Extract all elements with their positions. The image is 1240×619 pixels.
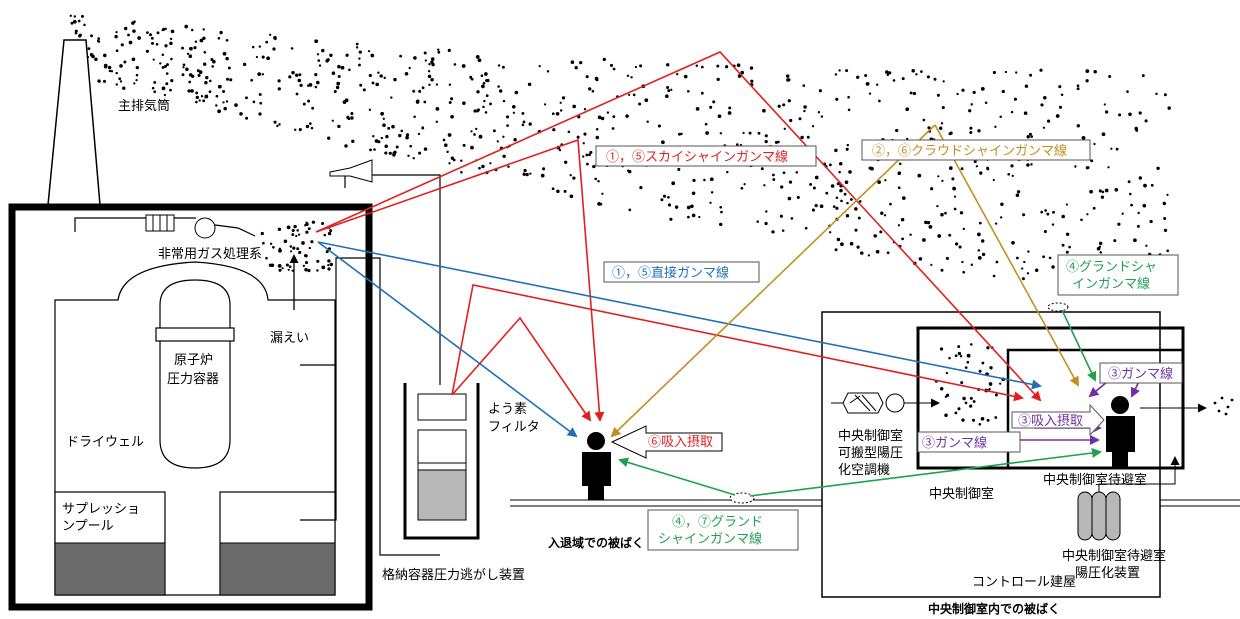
refuge-pressurizer-label-1: 中央制御室待避室: [1062, 548, 1166, 563]
rpv-flange: [155, 327, 235, 342]
ccr-refuge-room: [1006, 348, 1185, 470]
vent-pipe: [300, 257, 440, 556]
groundshine-access-label-2: シャインガンマ線: [658, 531, 762, 546]
drywell-label: ドライウェル: [66, 434, 144, 449]
reactor-building: [8, 203, 373, 611]
control-building-label: コントロール建屋: [972, 574, 1076, 589]
groundshine-room-label-box: [1057, 254, 1179, 296]
pool-label-2: ンプール: [62, 518, 114, 533]
inhalation-access-label: ⑥吸入摂取: [648, 434, 713, 449]
main-stack: [47, 39, 101, 206]
main-stack-label: 主排気筒: [118, 98, 170, 113]
fcvs-outlet: [329, 159, 373, 183]
portable-ac-label-3: 化空調機: [838, 462, 890, 477]
reactor-pressure-vessel: [159, 279, 231, 469]
room-gamma-label-box-a: [1099, 362, 1183, 384]
fcvs-stack-pipe: [344, 174, 441, 385]
groundshine-rays: [618, 309, 1102, 497]
cloudshine-label-box: [861, 139, 1091, 161]
vent-pipe-lower: [300, 365, 337, 521]
pool-water-right: [219, 542, 336, 596]
worker-access-area: [582, 432, 611, 500]
sgts-label: 非常用ガス処理系: [158, 246, 262, 261]
groundshine-access-label-1: ④，⑦グランド: [672, 514, 763, 529]
groundshine-room-label-1: ④グランドシャ: [1066, 259, 1157, 274]
fcvs-water: [417, 469, 467, 521]
fcvs-label: 格納容器圧力逃がし装置: [382, 567, 525, 582]
ccr-exposure-label: 中央制御室内での被ばく: [928, 601, 1060, 616]
skyshine-label: ①，⑤スカイシャインガンマ線: [606, 149, 788, 164]
portable-ac-label-2: 可搬型陽圧: [838, 445, 903, 460]
rpv-label-2: 圧力容器: [167, 371, 219, 386]
room-gamma-label-a: ③ガンマ線: [1108, 366, 1173, 381]
ccr-refuge-label: 中央制御室待避室: [1043, 472, 1147, 487]
direct-gamma-rays: [317, 241, 1042, 438]
inhalation-arrow-room: [1011, 403, 1105, 437]
cloudshine-rays: [610, 124, 1079, 438]
access-area-label: 入退域での被ばく: [548, 535, 644, 550]
sgts-pipe: [74, 217, 196, 232]
iodine-filter-label-1: よう素: [488, 401, 527, 416]
ground-deposit-access: [729, 492, 755, 504]
exhaust-puff: [1213, 396, 1234, 416]
fcvs-vessel: [403, 383, 480, 540]
leak-label: 漏えい: [270, 330, 309, 345]
inhalation-room-label: ③吸入摂取: [1018, 413, 1083, 428]
skyshine-label-box: [595, 145, 817, 167]
skyshine-rays: [315, 51, 1042, 422]
groundshine-access-label-box: [647, 509, 799, 551]
control-building: [821, 311, 1161, 598]
refuge-pressurizer-label-2: 陽圧化装置: [1075, 565, 1140, 580]
direct-label: ①，⑤直接ガンマ線: [612, 265, 729, 280]
worker-ccr-refuge: [1106, 396, 1135, 468]
pool-water-left: [54, 542, 166, 596]
portable-ac-label-1: 中央制御室: [838, 428, 903, 443]
room-gamma-label-b: ③ガンマ線: [922, 435, 987, 450]
cloudshine-label: ②，⑥クラウドシャインガンマ線: [872, 143, 1067, 158]
ground-deposit-roof: [1047, 302, 1069, 312]
pool-label-1: サプレッショ: [62, 501, 140, 516]
rpv-label-1: 原子炉: [174, 352, 213, 367]
iodine-filter-box: [417, 393, 467, 421]
groundshine-room-label-2: インガンマ線: [1072, 276, 1150, 291]
direct-label-box: [603, 261, 760, 283]
sgts-fan: [194, 217, 216, 239]
inhalation-arrow-access: [610, 425, 723, 459]
iodine-filter-label-2: フィルタ: [488, 419, 540, 434]
room-gamma-label-box-b: [917, 431, 1021, 453]
portable-ac-fan: [885, 393, 905, 413]
ccr-label: 中央制御室: [929, 486, 994, 501]
